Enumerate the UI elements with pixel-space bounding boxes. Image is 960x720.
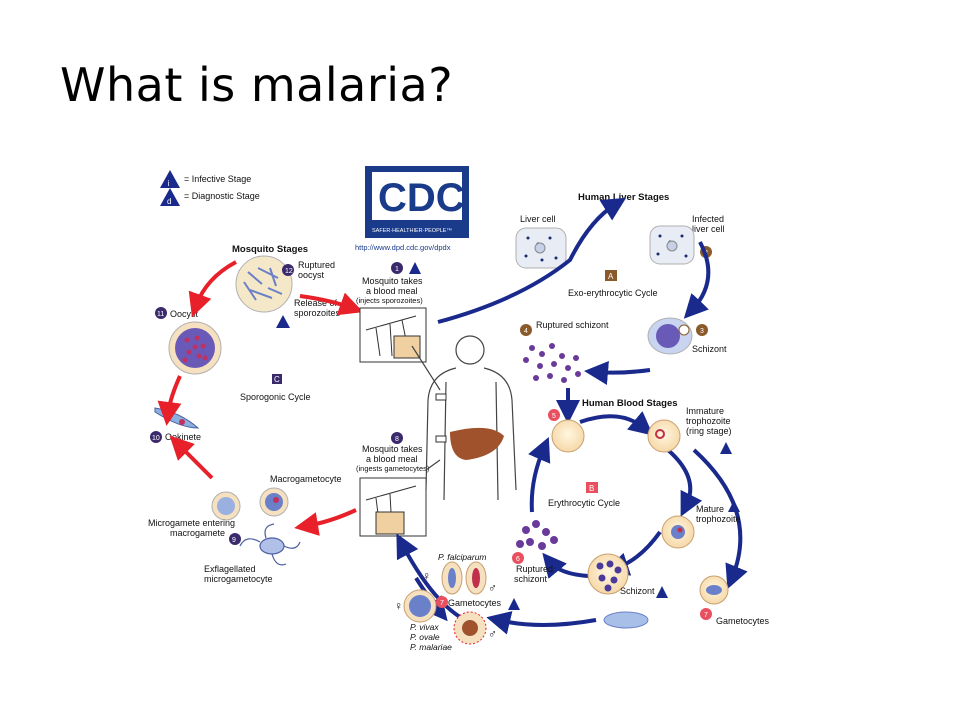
- oocyst-label: Oocyst: [170, 309, 199, 319]
- svg-text:B: B: [589, 484, 594, 493]
- exo-erythrocytic-cycle-label: Exo-erythrocytic Cycle: [568, 288, 658, 298]
- sporogonic-arrows: [157, 260, 364, 536]
- svg-text:♂: ♂: [488, 581, 497, 595]
- svg-text:(ring stage): (ring stage): [686, 426, 732, 436]
- oocyst-cell: [168, 321, 222, 375]
- svg-text:Mosquito takes: Mosquito takes: [362, 276, 423, 286]
- legend-i-glyph: i: [168, 179, 170, 188]
- mosquito-stages-header: Mosquito Stages: [232, 244, 308, 255]
- falciparum-label: P. falciparum: [438, 552, 487, 562]
- mosquito-bite-sketch-2: [359, 477, 427, 537]
- svg-text:(ingests gametocytes): (ingests gametocytes): [356, 464, 430, 473]
- svg-text:♂: ♂: [488, 627, 497, 641]
- svg-text:(injects sporozoites): (injects sporozoites): [356, 296, 423, 305]
- diagnostic-stage-icon: [720, 442, 732, 454]
- diagnostic-stage-icon: [160, 188, 180, 206]
- svg-text:♀: ♀: [422, 569, 431, 583]
- svg-text:P. vivax: P. vivax: [410, 622, 439, 632]
- red-blood-cell: [551, 419, 585, 453]
- svg-text:oocyst: oocyst: [298, 270, 325, 280]
- svg-text:microgametocyte: microgametocyte: [204, 574, 273, 584]
- gametocytes-left-label: Gametocytes: [448, 598, 502, 608]
- schizont-blood-label: Schizont: [620, 586, 655, 596]
- mosquito-bite-sketch-1: [359, 307, 427, 363]
- legend-diagnostic: = Diagnostic Stage: [184, 191, 260, 201]
- svg-text:6: 6: [516, 556, 520, 563]
- exflagellated-microgametocyte: [239, 523, 301, 566]
- cdc-tagline: SAFER·HEALTHIER·PEOPLE™: [372, 228, 452, 234]
- svg-text:A: A: [608, 272, 614, 281]
- diagnostic-stage-icon: [508, 598, 520, 610]
- svg-text:Mosquito takes: Mosquito takes: [362, 444, 423, 454]
- ookinete: [154, 407, 200, 429]
- infective-stage-icon: [409, 262, 421, 274]
- svg-text:macrogamete: macrogamete: [170, 528, 225, 538]
- blood-stages-header: Human Blood Stages: [582, 398, 678, 409]
- schizont-liver-label: Schizont: [692, 344, 727, 354]
- liver-cell: [515, 227, 567, 269]
- infected-liver-cell: [649, 225, 695, 265]
- svg-text:7: 7: [440, 600, 444, 607]
- svg-text:8: 8: [395, 436, 399, 443]
- ruptured-liver-schizont: [523, 343, 581, 383]
- schizont-liver-cell: [647, 317, 693, 355]
- svg-text:Immature: Immature: [686, 406, 724, 416]
- ruptured-oocyst-cell: [235, 255, 293, 313]
- svg-text:7: 7: [704, 612, 708, 619]
- malaria-life-cycle-diagram: i = Infective Stage d = Diagnostic Stage…: [148, 166, 770, 652]
- svg-text:3: 3: [700, 328, 704, 335]
- gametocyte-cell: [699, 575, 729, 605]
- svg-text:a blood meal: a blood meal: [366, 454, 418, 464]
- sporogonic-cycle-label: Sporogonic Cycle: [240, 392, 311, 402]
- svg-text:trophozoite: trophozoite: [696, 514, 741, 524]
- svg-text:Infected: Infected: [692, 214, 724, 224]
- legend: i = Infective Stage d = Diagnostic Stage: [160, 170, 260, 206]
- cdc-url: http://www.dpd.cdc.gov/dpdx: [355, 243, 451, 252]
- svg-text:Ruptured: Ruptured: [516, 564, 553, 574]
- svg-text:♀: ♀: [394, 599, 403, 613]
- svg-text:12: 12: [285, 268, 293, 275]
- svg-text:10: 10: [152, 435, 160, 442]
- cdc-logo: CDC SAFER·HEALTHIER·PEOPLE™ http://www.d…: [355, 166, 469, 252]
- svg-text:Exflagellated: Exflagellated: [204, 564, 256, 574]
- slide-title: What is malaria?: [60, 58, 454, 112]
- ookinete-label: Ookinete: [165, 432, 201, 442]
- diagnostic-stage-icon: [656, 586, 668, 598]
- svg-text:9: 9: [232, 537, 236, 544]
- svg-text:schizont: schizont: [514, 574, 548, 584]
- svg-text:liver cell: liver cell: [692, 224, 725, 234]
- svg-text:1: 1: [395, 266, 399, 273]
- legend-d-glyph: d: [167, 197, 171, 206]
- liver-cell-label: Liver cell: [520, 214, 556, 224]
- svg-text:sporozoites: sporozoites: [294, 308, 341, 318]
- svg-text:trophozoite: trophozoite: [686, 416, 731, 426]
- macrogametocyte-label: Macrogametocyte: [270, 474, 342, 484]
- svg-text:5: 5: [552, 413, 556, 420]
- svg-text:P. ovale: P. ovale: [410, 632, 440, 642]
- svg-text:Mature: Mature: [696, 504, 724, 514]
- ruptured-blood-schizont: [516, 520, 558, 550]
- cdc-logo-text: CDC: [378, 176, 465, 220]
- liver-stages-header: Human Liver Stages: [578, 192, 669, 203]
- svg-text:Release of: Release of: [294, 298, 338, 308]
- svg-text:11: 11: [157, 311, 164, 318]
- svg-text:Ruptured: Ruptured: [298, 260, 335, 270]
- infective-stage-icon: [160, 170, 180, 188]
- elongated-gametocyte: [603, 611, 649, 629]
- ruptured-schizont-liver-label: Ruptured schizont: [536, 320, 609, 330]
- infective-stage-icon: [276, 315, 290, 328]
- blood-schizont-cell: [587, 553, 629, 595]
- svg-text:P. malariae: P. malariae: [410, 642, 452, 652]
- svg-text:a blood meal: a blood meal: [366, 286, 418, 296]
- erythrocytic-cycle-label: Erythrocytic Cycle: [548, 498, 620, 508]
- human-figure: [411, 335, 517, 501]
- diagnostic-stage-icon: [728, 500, 740, 512]
- gametocytes-right-label: Gametocytes: [716, 616, 770, 626]
- svg-text:4: 4: [524, 328, 528, 335]
- svg-text:Microgamete entering: Microgamete entering: [148, 518, 235, 528]
- legend-infective: = Infective Stage: [184, 174, 251, 184]
- liver-icon: [450, 427, 504, 460]
- svg-text:C: C: [274, 375, 280, 384]
